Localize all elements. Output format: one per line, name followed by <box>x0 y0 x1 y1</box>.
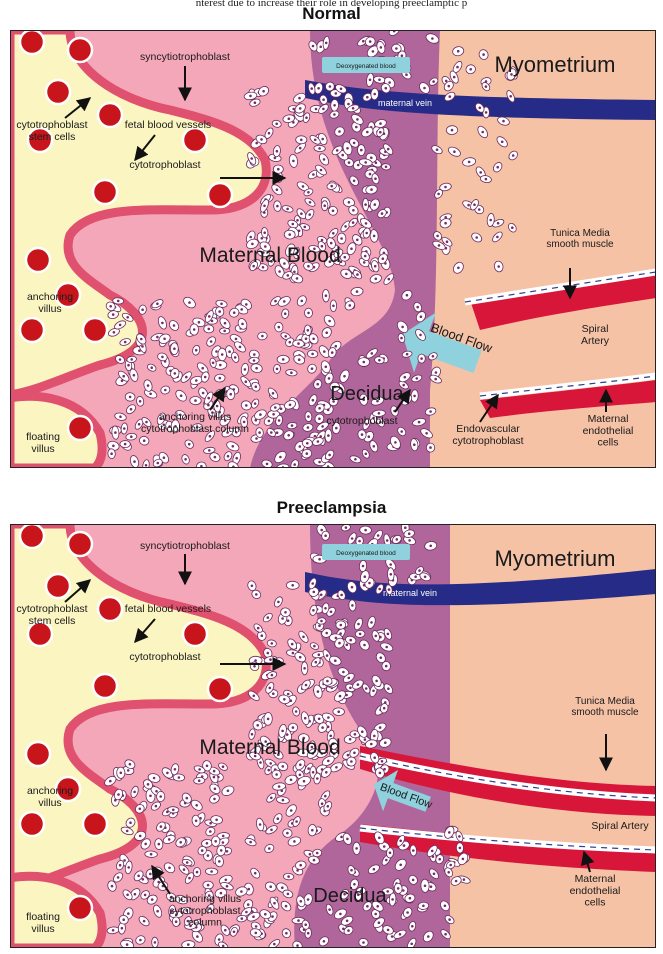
decidua-label: Decidua <box>330 383 404 405</box>
fetal-blood-vessel <box>68 532 92 556</box>
myometrium-label: Myometrium <box>494 52 615 77</box>
maternal-blood-label: Maternal Blood <box>199 736 340 759</box>
panel-title-preeclampsia: Preeclampsia <box>0 498 663 518</box>
fetal-blood-vessel <box>20 812 44 836</box>
fetal-blood-vessel <box>83 318 107 342</box>
spiral-artery-label: Spiral Artery <box>591 820 649 832</box>
floating-villus-vessel <box>68 416 92 440</box>
fetal-blood-vessel <box>183 128 207 152</box>
fetal-blood-vessel <box>83 812 107 836</box>
floating-villus-vessel <box>68 896 92 920</box>
maternal-blood-label: Maternal Blood <box>199 244 340 267</box>
fetal-blood-vessel <box>98 597 122 621</box>
fetal-blood-vessels-label: fetal blood vessels <box>125 603 211 615</box>
deoxygenated-blood-label: Deoxygenated blood <box>336 63 396 70</box>
fetal-blood-vessel <box>208 677 232 701</box>
fetal-blood-vessel <box>20 30 44 54</box>
fetal-blood-vessels-label: fetal blood vessels <box>125 119 211 131</box>
fetal-blood-vessel <box>46 574 70 598</box>
fetal-blood-vessel <box>93 674 117 698</box>
deoxygenated-blood-label: Deoxygenated blood <box>336 550 396 557</box>
normal-panel: maternal vein Myometrium Deoxygenated bloo… <box>10 30 656 468</box>
fetal-blood-vessel <box>68 38 92 62</box>
decidua-label: Decidua <box>313 885 387 907</box>
myometrium-label: Myometrium <box>494 546 615 571</box>
fetal-blood-vessel <box>208 183 232 207</box>
panel-title-normal: Normal <box>0 4 663 24</box>
fetal-blood-vessel <box>93 180 117 204</box>
maternal-vein-label: maternal vein <box>378 98 432 108</box>
syncytiotrophoblast-label: syncytiotrophoblast <box>140 540 230 552</box>
fetal-blood-vessel <box>20 318 44 342</box>
cytotrophoblast-label: cytotrophoblast <box>129 159 200 171</box>
fetal-blood-vessel <box>183 622 207 646</box>
cytotrophoblast-label: cytotrophoblast <box>129 651 200 663</box>
fetal-blood-vessel <box>98 103 122 127</box>
fetal-blood-vessel <box>46 80 70 104</box>
syncytiotrophoblast-label: syncytiotrophoblast <box>140 51 230 63</box>
fetal-blood-vessel <box>26 248 50 272</box>
decidua-cytotrophoblast-label: cytotrophoblast <box>326 415 397 427</box>
fetal-blood-vessel <box>26 742 50 766</box>
fetal-blood-vessel <box>20 524 44 548</box>
